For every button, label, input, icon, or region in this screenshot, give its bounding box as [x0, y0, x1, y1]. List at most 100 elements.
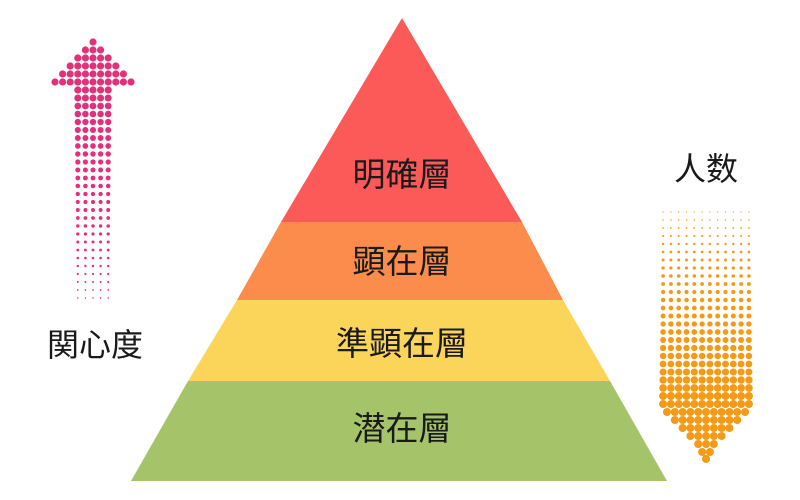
arrow-dot: [91, 256, 95, 260]
arrow-dot: [745, 376, 753, 384]
arrow-dot: [90, 151, 96, 157]
arrow-dot: [84, 256, 87, 260]
arrow-dot: [693, 234, 696, 238]
arrow-dot: [709, 219, 711, 221]
arrow-dot: [729, 384, 738, 392]
arrow-dot: [90, 175, 96, 181]
arrow-dot: [81, 94, 89, 102]
arrow-dot: [693, 242, 696, 246]
arrow-dot: [83, 224, 88, 228]
arrow-dot: [698, 344, 706, 352]
arrow-dot: [661, 258, 665, 262]
arrow-dot: [669, 266, 673, 270]
arrow-dot: [97, 62, 105, 70]
arrow-dot: [716, 250, 720, 254]
arrow-dot: [99, 240, 103, 244]
arrow-dot: [700, 274, 704, 278]
arrow-dot: [714, 368, 722, 376]
arrow-dot: [105, 126, 112, 134]
arrow-dot: [739, 274, 743, 278]
arrow-dot: [82, 118, 89, 126]
arrow-dot: [82, 126, 89, 134]
arrow-dot: [691, 352, 698, 360]
arrow-dot: [678, 424, 687, 432]
arrow-dot: [699, 329, 705, 335]
arrow-dot: [685, 258, 688, 262]
arrow-dot: [669, 258, 673, 262]
arrow-dot: [83, 175, 88, 181]
arrow-dot: [684, 274, 689, 278]
arrow-dot: [106, 191, 111, 197]
arrow-dot: [708, 274, 712, 278]
arrow-dot: [707, 305, 713, 311]
arrow-dot: [685, 219, 688, 221]
arrow-dot: [99, 248, 103, 252]
arrow-dot: [90, 199, 96, 205]
arrow-dot: [706, 384, 714, 392]
arrow-dot: [700, 289, 705, 295]
arrow-dot: [661, 282, 666, 286]
arrow-dot: [91, 240, 95, 244]
arrow-dot: [74, 110, 82, 118]
arrow-dot: [678, 211, 680, 213]
arrow-dot: [74, 118, 81, 126]
arrow-dot: [731, 258, 735, 262]
pyramid: 明確層 顕在層 準顕在層 潜在層: [131, 18, 667, 481]
arrow-dot: [105, 159, 111, 165]
arrow-dot: [714, 360, 722, 368]
arrow-dot: [708, 266, 712, 270]
layer-1-shape: [281, 18, 522, 222]
arrow-dot: [737, 384, 745, 392]
arrow-dot: [81, 86, 89, 94]
arrow-dot: [684, 305, 689, 311]
arrow-dot: [706, 344, 714, 352]
arrow-dot: [89, 110, 97, 118]
arrow-dot: [740, 219, 742, 221]
arrow-dot: [715, 305, 721, 311]
arrow-dot: [730, 329, 737, 335]
layer-2-shape: [237, 222, 563, 300]
arrow-dot: [659, 376, 667, 384]
arrow-dot: [685, 250, 688, 254]
up-arrow-icon: [51, 38, 135, 299]
arrow-dot: [702, 424, 710, 432]
arrow-dot: [74, 94, 82, 102]
arrow-dot: [107, 289, 110, 291]
arrow-dot: [690, 360, 698, 368]
arrow-dot: [730, 321, 736, 327]
arrow-dot: [708, 234, 711, 238]
arrow-dot: [700, 242, 704, 246]
arrow-dot: [659, 360, 667, 368]
arrow-dot: [739, 266, 743, 270]
arrow-dot: [91, 232, 95, 236]
arrow-dot: [666, 400, 675, 408]
arrow-dot: [732, 242, 735, 246]
arrow-dot: [105, 167, 111, 173]
arrow-dot: [685, 227, 688, 229]
arrow-dot: [715, 313, 721, 319]
arrow-dot: [66, 62, 74, 70]
arrow-dot: [747, 274, 751, 278]
arrow-dot: [724, 258, 727, 262]
arrow-dot: [668, 321, 674, 327]
arrow-dot: [731, 289, 736, 295]
arrow-dot: [97, 143, 104, 149]
arrow-dot: [676, 297, 681, 303]
arrow-dot: [715, 282, 720, 286]
arrow-dot: [83, 199, 88, 205]
arrow-dot: [730, 344, 737, 352]
arrow-dot: [739, 242, 743, 246]
left-axis-label: 関心度: [47, 326, 143, 364]
arrow-dot: [675, 344, 682, 352]
arrow-dot: [705, 400, 714, 408]
arrow-dot: [676, 289, 681, 295]
arrow-dot: [667, 368, 675, 376]
arrow-dot: [701, 227, 703, 229]
arrow-dot: [729, 400, 738, 408]
arrow-dot: [674, 392, 683, 400]
arrow-dot: [682, 392, 691, 400]
arrow-dot: [119, 70, 127, 78]
arrow-dot: [713, 392, 722, 400]
arrow-dot: [74, 143, 81, 149]
arrow-dot: [81, 78, 89, 86]
